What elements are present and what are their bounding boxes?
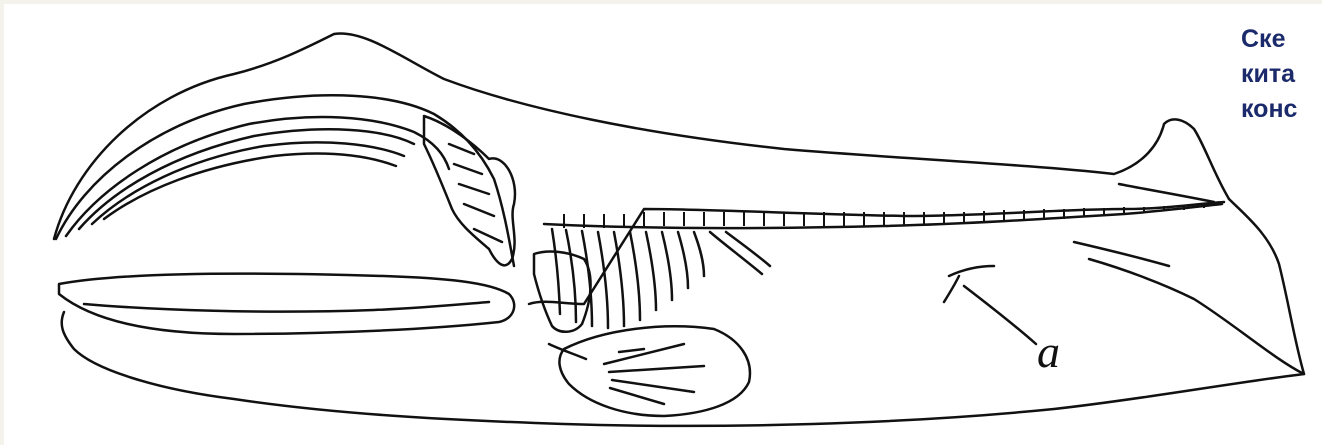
caption-line-3: конс (1241, 92, 1321, 127)
caption-line-1: Ске (1241, 22, 1321, 57)
upper-jaw-outer (56, 95, 514, 266)
rib-6 (630, 232, 640, 320)
rib-5 (614, 232, 624, 326)
baleen-band-2 (92, 142, 404, 224)
lower-jaw-outer (59, 274, 514, 334)
flipper-outline (559, 326, 750, 416)
scapula (534, 252, 591, 332)
rib-7 (646, 232, 656, 310)
whale-body-outline-lower (62, 312, 1304, 426)
whale-skeleton-illustration (4, 4, 1322, 445)
caption-line-2: кита (1241, 57, 1321, 92)
slide-caption: Ске кита конс (1241, 22, 1321, 127)
whale-body-outline-upper (54, 33, 1229, 239)
label-a-pointer (964, 286, 1036, 344)
lower-jaw-inner (84, 302, 489, 312)
baleen-band-1 (79, 129, 414, 229)
figure-panel: a (4, 4, 1322, 445)
rib-10 (694, 232, 704, 276)
flipper-digits (604, 344, 704, 404)
label-a: a (1037, 329, 1060, 375)
whale-tail-fluke-inner (1119, 184, 1214, 202)
whale-tail-line (1074, 242, 1169, 266)
pelvic-vestige (944, 266, 994, 302)
rib-8 (662, 232, 672, 300)
rib-2 (566, 230, 576, 322)
rib-9 (678, 232, 688, 288)
whale-tail-fluke (1089, 199, 1304, 374)
